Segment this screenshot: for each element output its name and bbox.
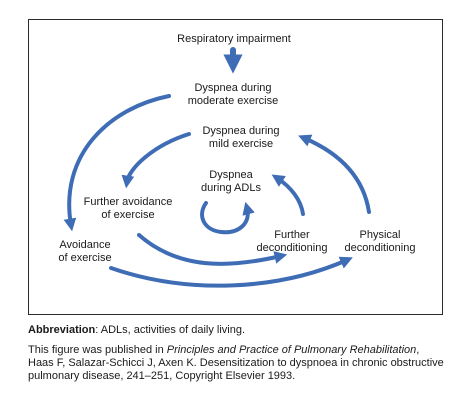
node-physical-deconditioning: Physical deconditioning (344, 229, 416, 254)
arrow-mild-to-further-avoidance (121, 132, 191, 189)
arrow-further-avoidance-to-further-deconditioning (137, 233, 288, 266)
arrow-avoidance-to-physical (109, 256, 353, 288)
inner-loop-arrow (200, 201, 255, 235)
arrow-moderate-to-avoidance (63, 94, 171, 232)
abbreviation-note: Abbreviation: ADLs, activities of daily … (28, 324, 448, 337)
node-respiratory-impairment: Respiratory impairment (177, 33, 291, 45)
node-dyspnea-moderate: Dyspnea during moderate exercise (187, 82, 279, 107)
arrow-physical-to-mild (298, 134, 371, 214)
source-book-title: Principles and Practice of Pulmonary Reh… (166, 344, 417, 356)
node-further-deconditioning: Further deconditioning (256, 229, 328, 254)
cycle-diagram (63, 47, 371, 288)
abbreviation-text: : ADLs, activities of daily living. (95, 324, 246, 336)
node-dyspnea-adls: Dyspnea during ADLs (201, 169, 261, 194)
node-dyspnea-mild: Dyspnea during mild exercise (202, 125, 280, 150)
source-rest: , Haas F, Salazar-Schicci J, Axen K. Des… (28, 344, 444, 382)
abbreviation-label: Abbreviation (28, 324, 96, 336)
figure-caption: Abbreviation: ADLs, activities of daily … (28, 324, 448, 383)
node-avoidance: Avoidance of exercise (58, 239, 112, 264)
node-further-avoidance: Further avoidance of exercise (83, 196, 173, 221)
source-prefix: This figure was published in (28, 344, 167, 356)
source-note: This figure was published in Principles … (28, 344, 448, 383)
figure-frame: Respiratory impairment Dyspnea during mo… (28, 19, 443, 315)
arrow-further-deconditioning-to-adls (271, 174, 305, 216)
